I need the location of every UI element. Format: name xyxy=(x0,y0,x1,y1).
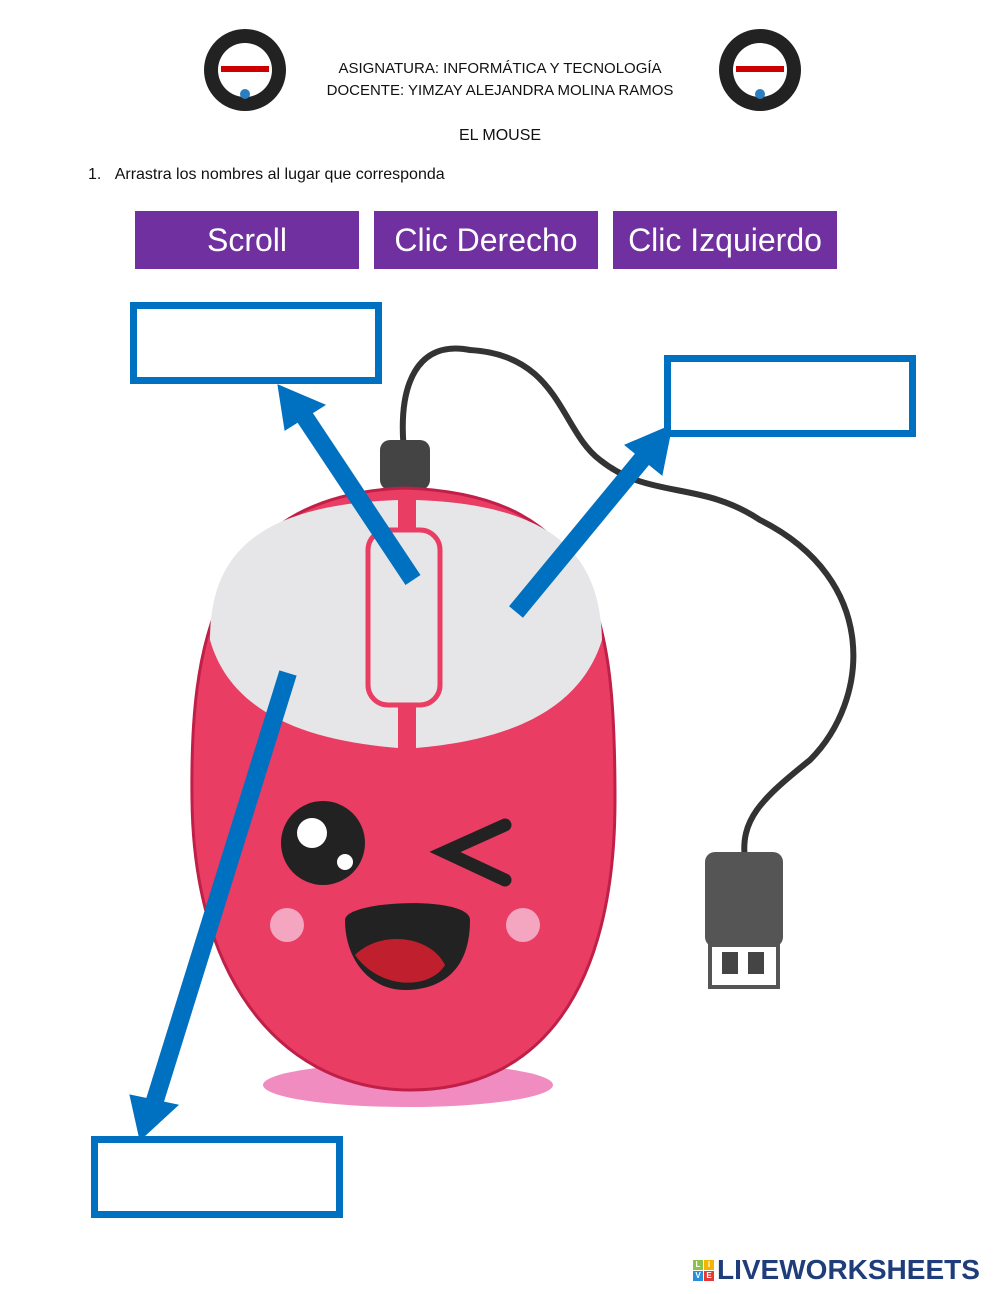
scroll-wheel xyxy=(365,527,443,708)
teacher-line: DOCENTE: YIMZAY ALEJANDRA MOLINA RAMOS xyxy=(326,82,674,99)
school-seal-left xyxy=(204,29,286,111)
page-title: EL MOUSE xyxy=(458,127,542,144)
drop-box-right-click-target[interactable] xyxy=(664,355,916,437)
drag-tag-clic-izquierdo[interactable]: Clic Izquierdo xyxy=(613,211,837,269)
drop-box-left-click-target[interactable] xyxy=(91,1136,343,1218)
school-seal-right xyxy=(719,29,801,111)
usb-plug xyxy=(705,852,783,947)
instruction-number: 1. xyxy=(88,166,102,183)
drop-box-scroll-target[interactable] xyxy=(130,302,382,384)
subject-line: ASIGNATURA: INFORMÁTICA Y TECNOLOGÍA xyxy=(338,60,662,77)
instruction: 1. Arrastra los nombres al lugar que cor… xyxy=(88,166,445,184)
drag-tag-scroll[interactable]: Scroll xyxy=(135,211,359,269)
drag-tag-clic-derecho[interactable]: Clic Derecho xyxy=(374,211,598,269)
instruction-text: Arrastra los nombres al lugar que corres… xyxy=(114,166,445,183)
